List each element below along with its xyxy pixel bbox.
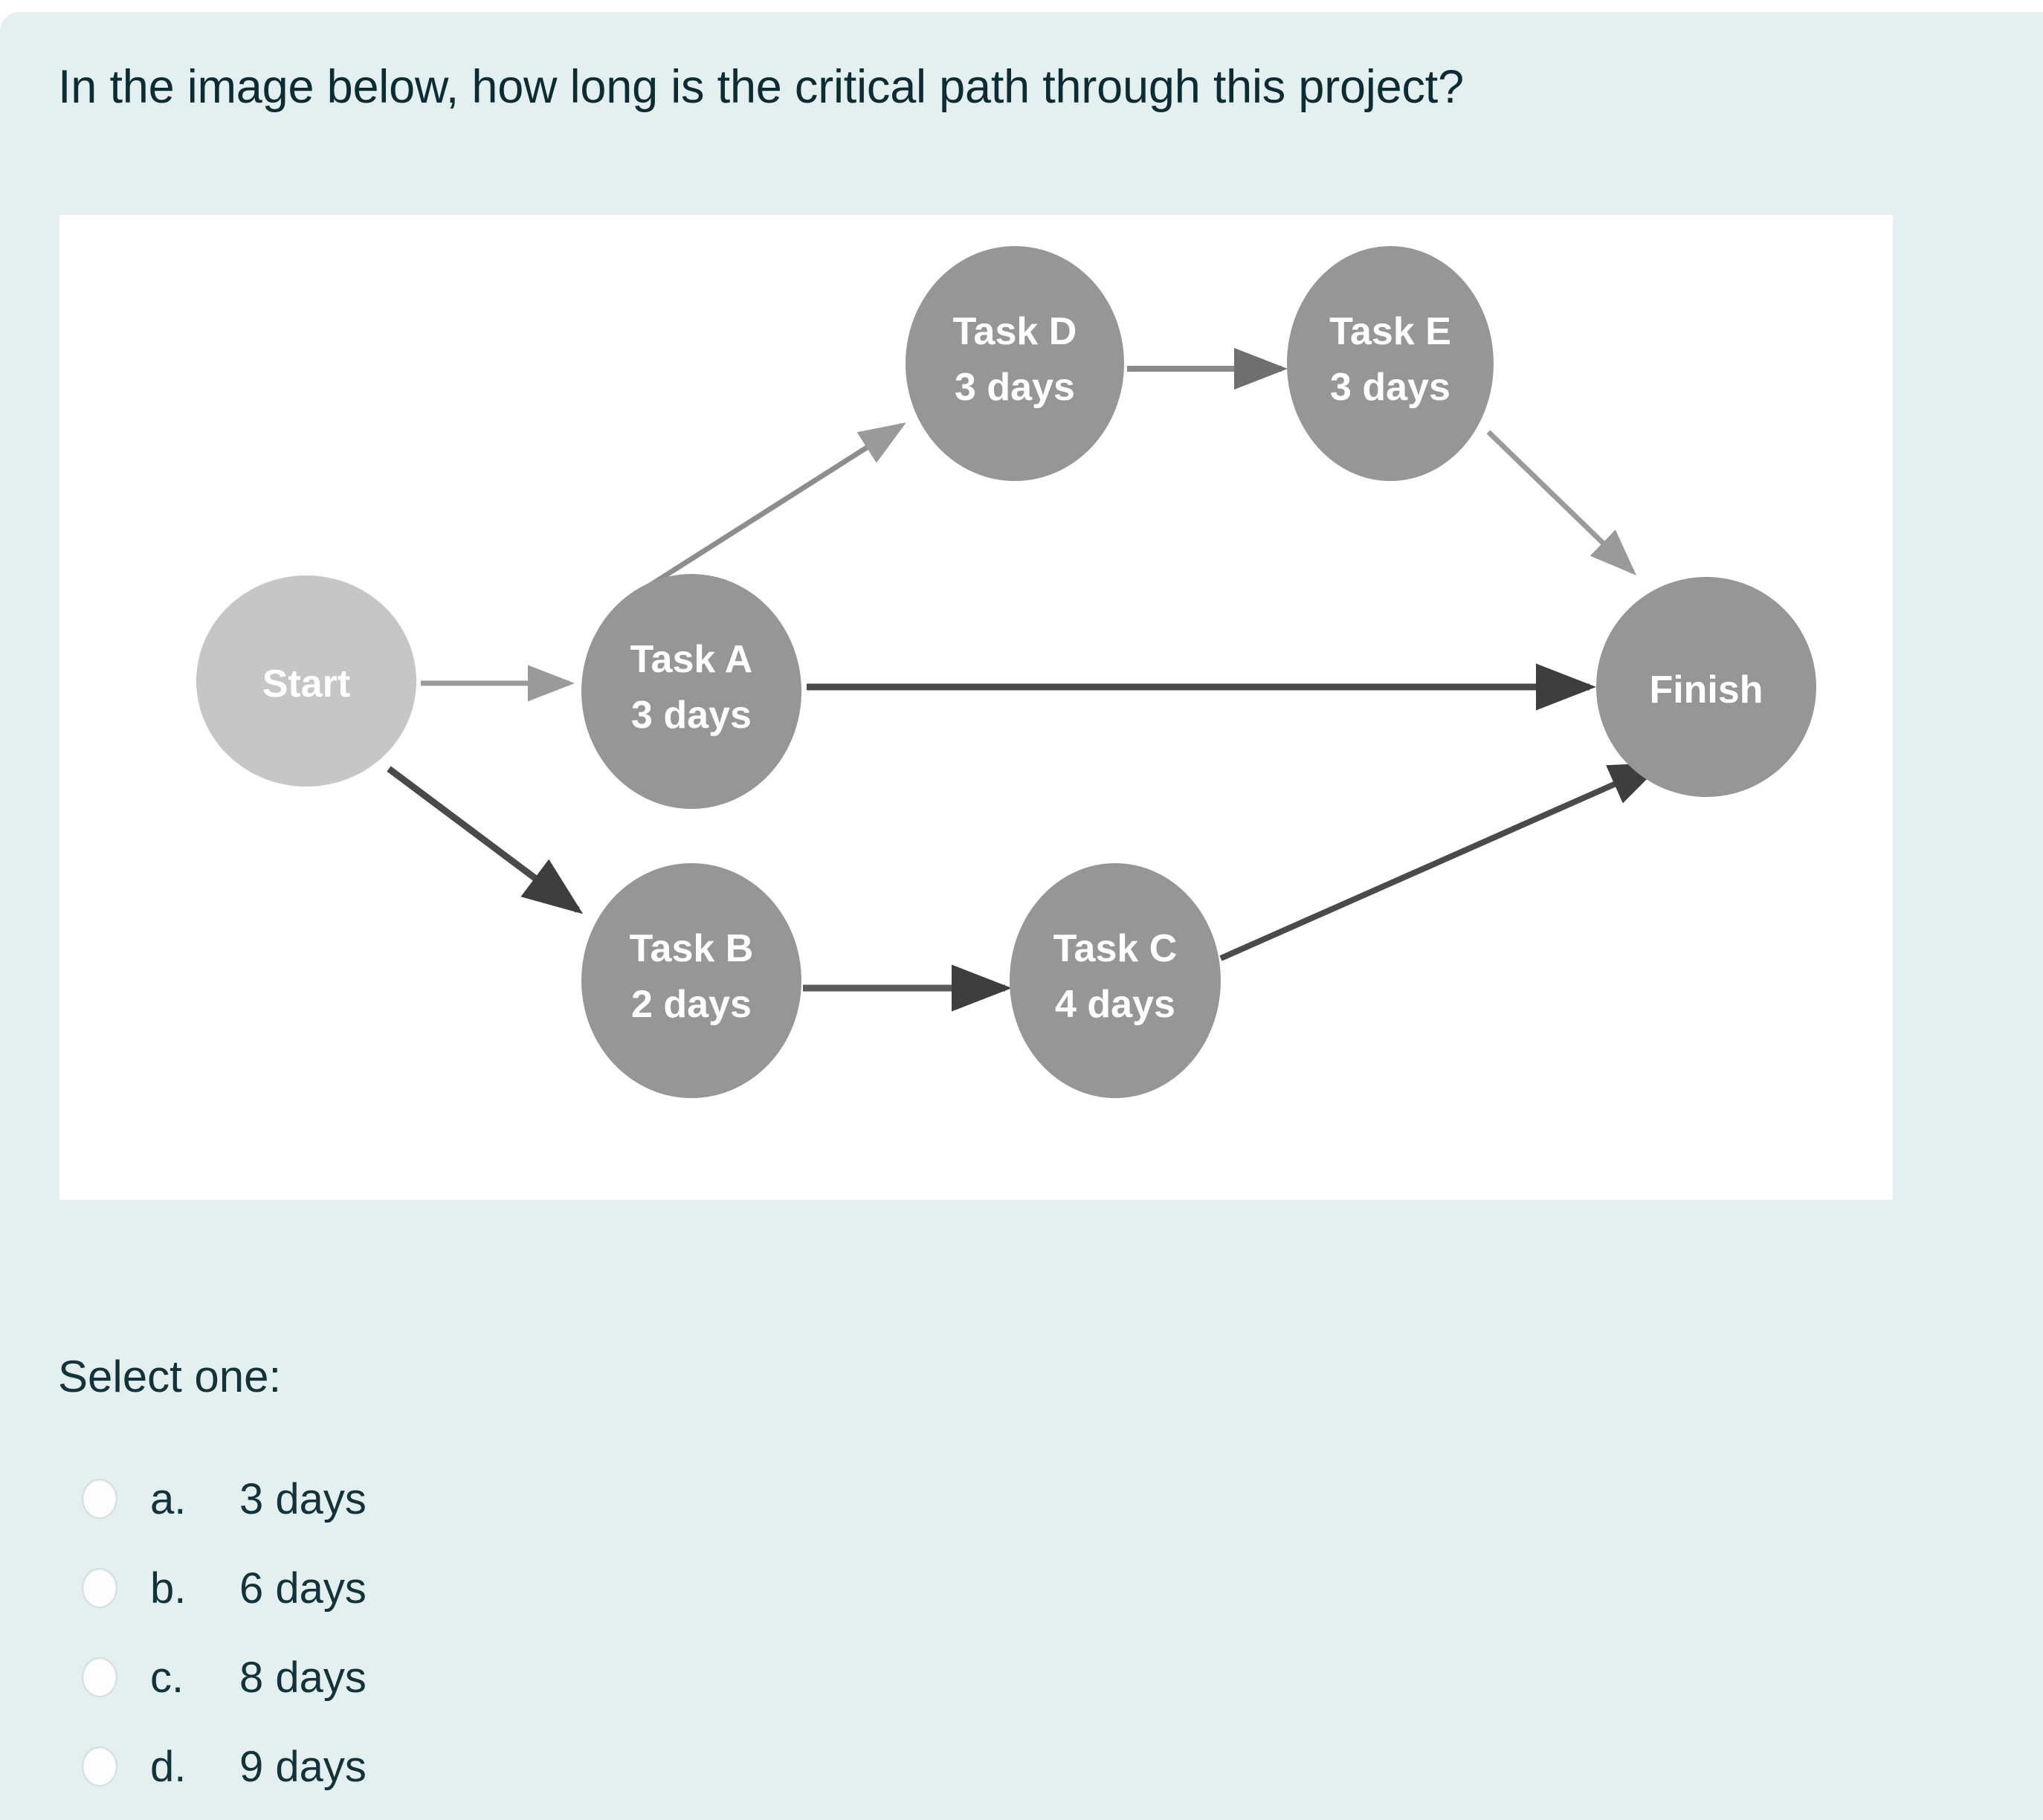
node-finish-shape <box>1596 577 1816 797</box>
radio-button-b[interactable] <box>82 1568 117 1608</box>
node-finish[interactable]: Finish <box>1596 577 1816 797</box>
diagram-edges <box>387 348 1664 1012</box>
node-taskE-label: Task E <box>1329 310 1451 353</box>
answer-option-a[interactable]: a. 3 days <box>82 1454 1123 1543</box>
radio-button-d[interactable] <box>82 1746 117 1787</box>
answer-options-list: a. 3 days b. 6 days c. 8 days d. 9 days <box>82 1454 1123 1811</box>
node-start-shape <box>196 575 416 787</box>
node-taskC[interactable]: Task C 4 days <box>1010 863 1221 1098</box>
answer-option-d[interactable]: d. 9 days <box>82 1722 1123 1811</box>
node-taskE-duration: 3 days <box>1330 366 1450 409</box>
option-text-d: 9 days <box>239 1742 367 1791</box>
edge-taskE-to-finish <box>1486 430 1637 575</box>
node-taskC-duration: 4 days <box>1055 983 1175 1026</box>
node-taskB-duration: 2 days <box>631 983 752 1026</box>
node-start[interactable]: Start <box>196 575 416 787</box>
node-taskA-label: Task A <box>630 638 753 681</box>
edge-start-to-taskB <box>387 766 584 914</box>
node-taskD[interactable]: Task D 3 days <box>906 246 1124 481</box>
radio-button-a[interactable] <box>82 1479 117 1519</box>
node-taskE[interactable]: Task E 3 days <box>1287 246 1494 481</box>
answer-option-c[interactable]: c. 8 days <box>82 1633 1123 1722</box>
option-letter-c: c. <box>150 1653 184 1702</box>
edge-taskA-to-taskD <box>623 422 906 604</box>
answer-option-b[interactable]: b. 6 days <box>82 1543 1123 1633</box>
node-taskD-shape <box>906 246 1124 481</box>
node-taskB[interactable]: Task B 2 days <box>581 863 801 1098</box>
node-taskA[interactable]: Task A 3 days <box>581 574 801 809</box>
node-start-label: Start <box>262 662 350 706</box>
question-prompt: In the image below, how long is the crit… <box>58 61 1464 113</box>
node-taskC-label: Task C <box>1053 927 1178 970</box>
node-taskC-shape <box>1010 863 1221 1098</box>
radio-button-c[interactable] <box>82 1657 117 1697</box>
option-letter-b: b. <box>150 1564 187 1613</box>
quiz-panel: In the image below, how long is the crit… <box>0 12 2043 1820</box>
project-network-diagram: Start Task A 3 days Task D 3 days Task E… <box>196 246 1816 1098</box>
option-text-c: 8 days <box>239 1653 367 1702</box>
diagram-image-card: Start Task A 3 days Task D 3 days Task E… <box>59 215 1893 1200</box>
option-text-a: 3 days <box>239 1474 367 1523</box>
select-one-label: Select one: <box>58 1352 282 1401</box>
node-taskE-shape <box>1287 246 1494 481</box>
node-taskD-label: Task D <box>953 310 1077 353</box>
node-taskB-shape <box>581 863 801 1098</box>
option-letter-a: a. <box>150 1474 187 1523</box>
option-letter-d: d. <box>150 1742 187 1791</box>
node-taskD-duration: 3 days <box>955 366 1075 409</box>
node-finish-label: Finish <box>1649 668 1763 711</box>
node-taskA-duration: 3 days <box>631 694 752 737</box>
edge-taskC-to-finish <box>1219 762 1664 961</box>
node-taskB-label: Task B <box>630 927 754 970</box>
node-taskA-shape <box>581 574 801 809</box>
option-text-b: 6 days <box>239 1564 367 1613</box>
